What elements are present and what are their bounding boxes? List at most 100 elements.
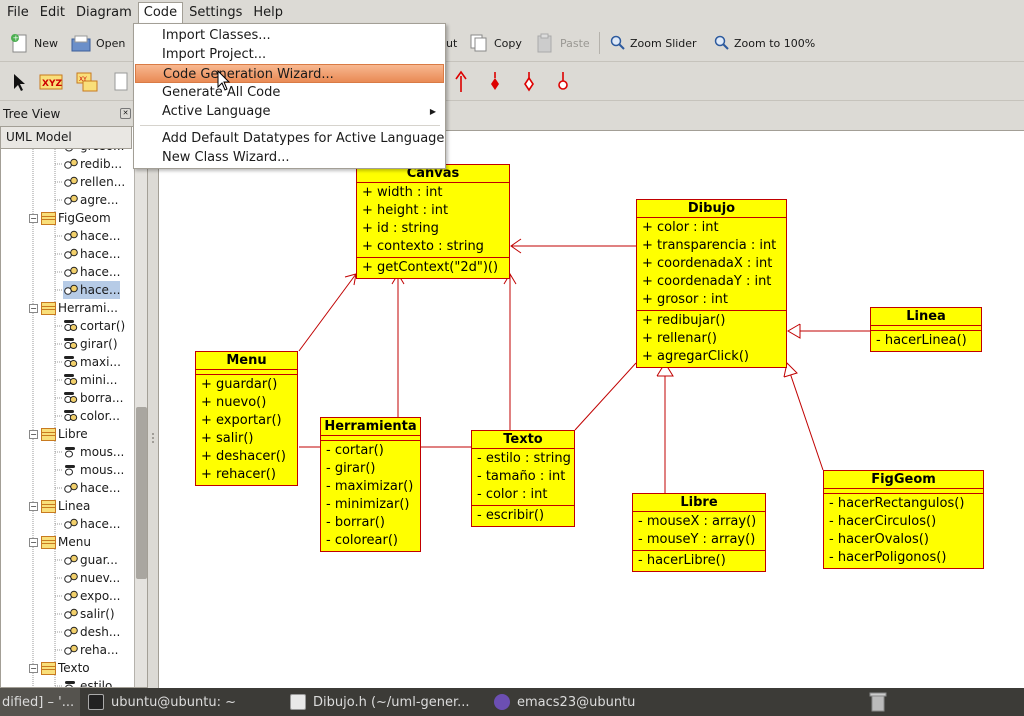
tree-member-node[interactable]: rellen...	[63, 173, 125, 191]
magnifier-icon	[610, 32, 626, 54]
class-attribute: + height : int	[362, 203, 449, 218]
collapse-toggle-icon[interactable]: −	[29, 303, 38, 313]
menu-item-import-classes[interactable]: Import Classes...	[162, 28, 271, 43]
class-herramienta[interactable]: Herramienta- cortar()- girar()- maximiza…	[320, 417, 421, 552]
menu-settings[interactable]: Settings	[189, 4, 243, 20]
tree-class-node[interactable]: −Menu	[29, 533, 91, 551]
tree-node-label: hace...	[80, 247, 121, 261]
class-texto[interactable]: Texto- estilo : string- tamaño : int- co…	[471, 430, 575, 527]
menu-item-add-default-datatypes[interactable]: Add Default Datatypes for Active Languag…	[162, 131, 445, 146]
class-attributes: + color : int+ transparencia : int+ coor…	[637, 218, 786, 311]
note-tool[interactable]	[108, 69, 134, 95]
tree-member-node[interactable]: mous...	[63, 443, 124, 461]
class-canvas[interactable]: Canvas+ width : int+ height : int+ id : …	[356, 164, 510, 279]
class-libre[interactable]: Libre- mouseX : array()- mouseY : array(…	[632, 493, 766, 572]
collapse-toggle-icon[interactable]: −	[29, 429, 38, 439]
collapse-toggle-icon[interactable]: −	[29, 213, 38, 223]
interface-tool[interactable]: XY	[74, 69, 100, 95]
tree-node-label: redib...	[80, 157, 123, 171]
new-button[interactable]: + New	[8, 31, 58, 55]
operation-icon	[63, 590, 79, 602]
class-operation: - escribir()	[477, 508, 545, 523]
class-icon	[41, 427, 56, 441]
tree-node-label: salir()	[80, 607, 115, 621]
copy-button[interactable]: Copy	[468, 31, 522, 55]
tree-class-node[interactable]: −FigGeom	[29, 209, 111, 227]
collapse-toggle-icon[interactable]: −	[29, 663, 38, 673]
tree-member-node[interactable]: reha...	[63, 641, 118, 659]
menu-item-active-language[interactable]: Active Language ▶	[135, 102, 444, 121]
taskbar-item-terminal[interactable]: ubuntu@ubuntu: ~	[88, 688, 236, 716]
menu-help[interactable]: Help	[253, 4, 284, 20]
menu-diagram[interactable]: Diagram	[75, 4, 132, 20]
tree-member-node[interactable]: hace...	[63, 245, 120, 263]
tree-member-node[interactable]: hace...	[63, 227, 120, 245]
generalization-tool[interactable]	[448, 69, 474, 95]
tree-class-node[interactable]: −Libre	[29, 425, 88, 443]
tree-member-node[interactable]: hace...	[63, 479, 120, 497]
tree-class-node[interactable]: − Texto	[29, 659, 90, 677]
class-menu[interactable]: Menu+ guardar()+ nuevo()+ exportar()+ sa…	[195, 351, 298, 486]
tree-member-node[interactable]: hace...	[63, 515, 120, 533]
tree-member-node[interactable]: expo...	[63, 587, 120, 605]
class-operation: + agregarClick()	[642, 349, 749, 364]
menu-item-new-class-wizard[interactable]: New Class Wizard...	[162, 150, 290, 165]
class-operation: + guardar()	[201, 377, 278, 392]
collapse-toggle-icon[interactable]: −	[29, 537, 38, 547]
svg-text:+: +	[13, 34, 20, 43]
tree-member-node[interactable]: hace...	[63, 281, 121, 299]
tree-class-node[interactable]: −Linea	[29, 497, 90, 515]
panel-splitter[interactable]	[148, 102, 158, 688]
tree-node-label: Texto	[58, 661, 90, 675]
tree-column-header[interactable]: UML Model	[1, 127, 132, 149]
private-operation-icon	[63, 320, 79, 332]
diagram-canvas[interactable]: Canvas+ width : int+ height : int+ id : …	[158, 130, 1024, 688]
menu-code[interactable]: Code	[137, 2, 184, 24]
zoom-slider-button[interactable]: Zoom Slider	[610, 31, 697, 55]
tree-member-node[interactable]: mous...	[63, 461, 124, 479]
tree-member-node[interactable]: agre...	[63, 191, 118, 209]
menu-item-code-generation-wizard[interactable]: Code Generation Wizard...	[135, 64, 444, 83]
scrollbar-thumb[interactable]	[136, 407, 147, 579]
tree-member-node[interactable]: guar...	[63, 551, 118, 569]
private-operation-icon	[63, 392, 79, 404]
tree-member-node[interactable]: estilo	[63, 677, 112, 687]
tree-member-node[interactable]: groso...	[63, 149, 124, 155]
cut-button[interactable]: ut	[446, 31, 457, 55]
open-button[interactable]: Open	[70, 31, 125, 55]
menu-item-generate-all-code[interactable]: Generate All Code	[162, 85, 281, 100]
tree-member-node[interactable]: desh...	[63, 623, 120, 641]
tree-member-node[interactable]: mini...	[63, 371, 117, 389]
aggregation-tool[interactable]	[482, 69, 508, 95]
tree-member-node[interactable]: cortar()	[63, 317, 125, 335]
tree-member-node[interactable]: nuev...	[63, 569, 120, 587]
class-figgeom[interactable]: FigGeom- hacerRectangulos()- hacerCircul…	[823, 470, 984, 569]
containment-tool[interactable]	[550, 69, 576, 95]
menu-file[interactable]: File	[7, 4, 29, 20]
tree-member-node[interactable]: color...	[63, 407, 120, 425]
taskbar-item-umbrello[interactable]: dified] – '...	[0, 688, 80, 716]
tree-class-node[interactable]: −Herrami...	[29, 299, 118, 317]
class-dibujo[interactable]: Dibujo+ color : int+ transparencia : int…	[636, 199, 787, 368]
class-tool[interactable]: XYZ	[38, 69, 64, 95]
select-arrow-tool[interactable]	[6, 69, 32, 95]
tree-scrollbar[interactable]	[134, 149, 147, 687]
taskbar-item-emacs[interactable]: emacs23@ubuntu	[494, 688, 635, 716]
tree-member-node[interactable]: borra...	[63, 389, 123, 407]
tree-member-node[interactable]: girar()	[63, 335, 118, 353]
paste-button[interactable]: Paste	[534, 31, 590, 55]
tree-member-node[interactable]: salir()	[63, 605, 115, 623]
close-icon[interactable]: ✕	[120, 108, 131, 119]
taskbar-item-editor[interactable]: Dibujo.h (~/uml-gener...	[290, 688, 470, 716]
class-linea[interactable]: Linea- hacerLinea()	[870, 307, 982, 352]
menu-item-import-project[interactable]: Import Project...	[162, 47, 267, 62]
collapse-toggle-icon[interactable]: −	[29, 501, 38, 511]
menu-edit[interactable]: Edit	[39, 4, 65, 20]
tree-member-node[interactable]: redib...	[63, 155, 122, 173]
operation-icon	[63, 230, 79, 242]
tree-member-node[interactable]: maxi...	[63, 353, 121, 371]
composition-tool[interactable]	[516, 69, 542, 95]
zoom-100-button[interactable]: Zoom to 100%	[714, 31, 815, 55]
trash-icon[interactable]	[868, 688, 888, 716]
tree-member-node[interactable]: hace...	[63, 263, 120, 281]
